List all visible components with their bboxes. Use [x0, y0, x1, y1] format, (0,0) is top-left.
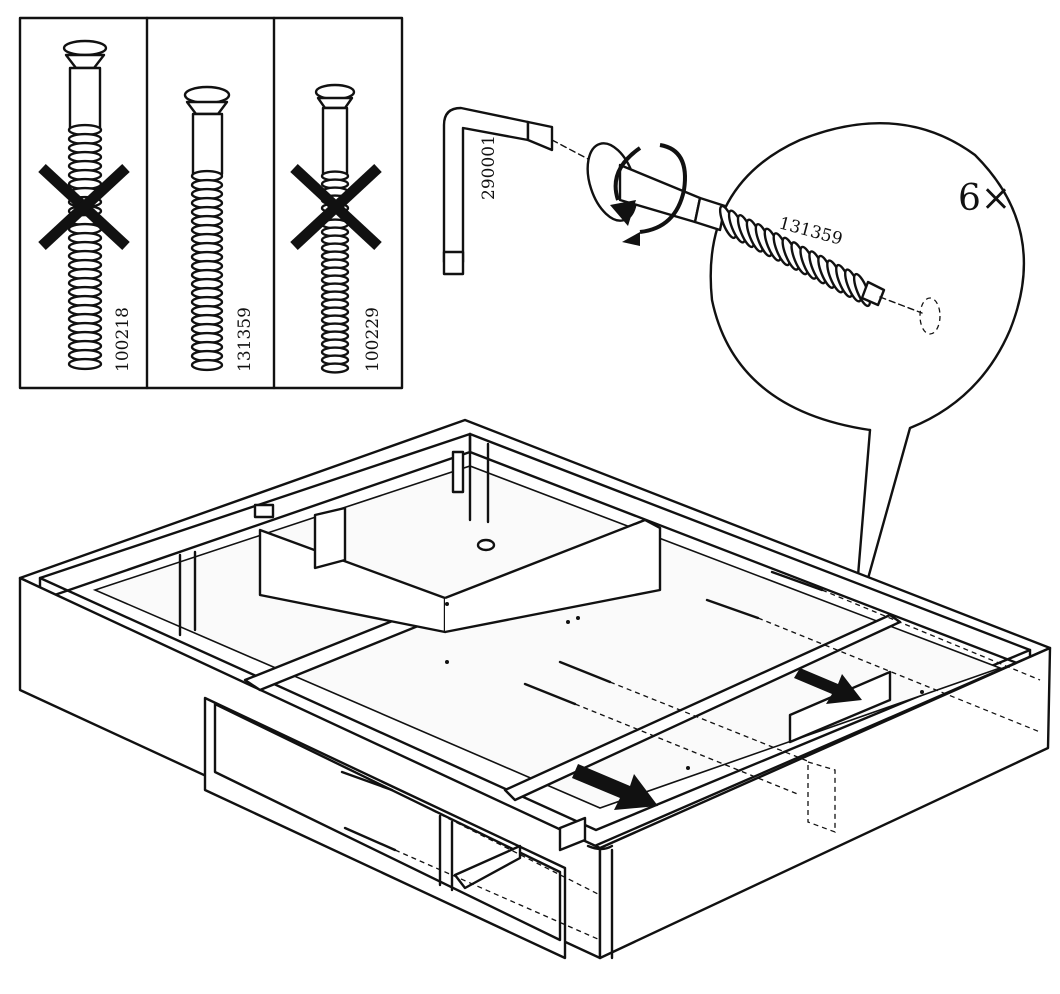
cross-icon: [290, 163, 382, 251]
slide-arrow-icon: [794, 668, 862, 704]
screw-callout: 131359 6×: [586, 121, 1026, 602]
screw-icon: [340, 570, 824, 852]
screw-comparison-panel: 100218 131359 100229: [18, 16, 404, 390]
slide-arrow-icon: [572, 764, 658, 810]
bed-frame-icon: [18, 418, 1052, 960]
screw-part-number: 131359: [235, 307, 255, 372]
screw-icon: [183, 85, 231, 372]
screw-part-number: 100229: [363, 307, 383, 372]
screw-icon: [314, 83, 356, 374]
rotate-arrow-icon: [610, 143, 687, 246]
tool-part-number: 290001: [479, 135, 499, 200]
quantity-label: 6×: [958, 178, 1011, 219]
cross-icon: [38, 163, 130, 251]
screw-part-number: 100218: [113, 307, 133, 372]
allen-key-icon: 290001: [442, 106, 591, 276]
